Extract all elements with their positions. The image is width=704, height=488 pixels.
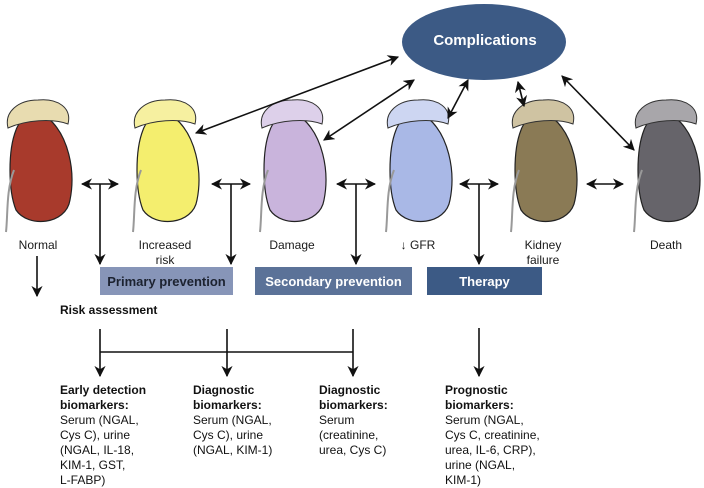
stage-label-gfr: ↓ GFR xyxy=(400,238,436,252)
biomarker-text: (NGAL, KIM-1) xyxy=(193,443,273,457)
biomarker-text: urea, Cys C) xyxy=(319,443,387,457)
secondary-prevention-box: Secondary prevention xyxy=(255,267,412,295)
biomarker-text: Serum (NGAL, xyxy=(445,413,524,427)
biomarker-title: Diagnostic xyxy=(193,383,255,397)
biomarker-text: urine (NGAL, xyxy=(445,458,516,472)
biomarker-text: Serum (NGAL, xyxy=(60,413,139,427)
kidney-increased-risk xyxy=(132,99,200,233)
complications-ellipse xyxy=(402,4,566,80)
biomarker-title: biomarkers: xyxy=(193,398,262,412)
primary-prevention-box: Primary prevention xyxy=(100,267,233,295)
biomarker-text: Serum xyxy=(319,413,355,427)
stage-label-damage: Damage xyxy=(269,238,315,252)
stage-arrows xyxy=(31,178,625,378)
biomarker-title: biomarkers: xyxy=(319,398,388,412)
arrow-complications-increased-risk xyxy=(194,55,400,135)
biomarker-text: Cys C), urine xyxy=(193,428,264,442)
biomarker-title: Diagnostic xyxy=(319,383,381,397)
biomarker-title: Early detection xyxy=(60,383,147,397)
kidney-gfr xyxy=(385,99,453,233)
biomarker-text: urea, IL-6, CRP), xyxy=(445,443,536,457)
biomarker-text: KIM-1) xyxy=(445,473,481,487)
kidney-damage xyxy=(259,99,327,233)
adrenal-cap xyxy=(133,99,197,129)
biomarker-text: Serum (NGAL, xyxy=(193,413,272,427)
biomarker-title: Prognostic xyxy=(445,383,508,397)
adrenal-cap xyxy=(6,99,70,129)
complications-label: Complications xyxy=(433,32,537,49)
kidney-death xyxy=(633,99,701,233)
arrow-complications-damage xyxy=(323,79,415,141)
biomarker-text: (creatinine, xyxy=(319,428,379,442)
biomarker-text: (NGAL, IL-18, xyxy=(60,443,135,457)
biomarker-text: Cys C, creatinine, xyxy=(445,428,540,442)
biomarker-title: biomarkers: xyxy=(60,398,129,412)
arrow-complications-kidney-failure xyxy=(515,80,527,108)
stage-label-normal: Normal xyxy=(18,238,58,252)
kidney-kidney-failure xyxy=(510,99,578,233)
biomarker-text: L-FABP) xyxy=(60,473,106,487)
stage-label-death: Death xyxy=(649,238,683,252)
arrow-complications-gfr xyxy=(447,79,469,119)
kidney-normal xyxy=(5,99,73,233)
biomarker-title: biomarkers: xyxy=(445,398,514,412)
therapy-box: Therapy xyxy=(427,267,542,295)
adrenal-cap xyxy=(634,99,698,129)
arrow-complications-death xyxy=(561,75,635,151)
biomarker-text: Cys C), urine xyxy=(60,428,131,442)
complication-arrows xyxy=(194,55,635,151)
biomarker-text: KIM-1, GST, xyxy=(60,458,126,472)
risk-assessment-label: Risk assessment xyxy=(60,303,158,317)
